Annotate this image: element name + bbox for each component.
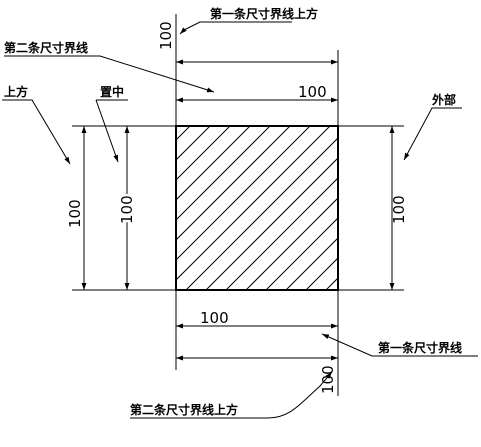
label-bottom-second-line-above: 第二条尺寸界线上方 xyxy=(130,402,238,417)
label-left-above: 上方 xyxy=(4,84,28,99)
bottom-dimensions xyxy=(130,290,478,419)
label-bottom-first-line: 第一条尺寸界线 xyxy=(378,340,462,355)
dim-text-bottom-horizontal: 100 xyxy=(200,309,229,327)
label-top-first-line-above: 第一条尺寸界线上方 xyxy=(210,6,318,21)
dim-text-top-vertical: 100 xyxy=(157,21,175,50)
top-dimensions xyxy=(4,14,339,126)
label-left-center: 置中 xyxy=(100,84,124,99)
label-right-outside: 外部 xyxy=(432,92,456,107)
right-dimensions xyxy=(338,107,462,291)
dim-text-top-horizontal: 100 xyxy=(298,83,327,101)
dim-text-left-inner: 100 xyxy=(118,195,136,224)
left-dimensions xyxy=(2,99,176,291)
dim-text-bottom-vertical: 100 xyxy=(319,365,337,394)
hatched-square xyxy=(175,125,339,291)
label-top-second-line: 第二条尺寸界线 xyxy=(4,40,88,55)
dim-text-right: 100 xyxy=(390,195,408,224)
dim-text-left-outer: 100 xyxy=(66,199,84,228)
